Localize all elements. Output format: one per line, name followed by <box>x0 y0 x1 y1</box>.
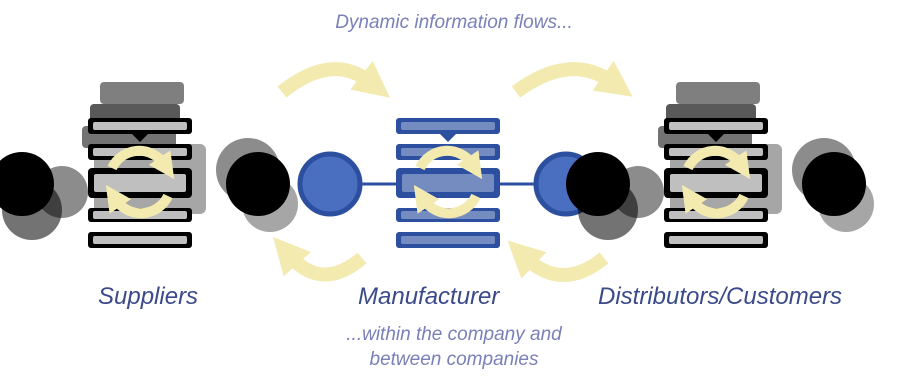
manufacturer-module: .m .ghost-c, .m .ghost-r { fill: #8fa4d4… <box>297 118 599 248</box>
distributors-module: .d .ghost-c, .d .ghost-r { fill: #f6b89a… <box>566 82 874 248</box>
flow-arrow-icon <box>507 240 609 282</box>
caption-bottom-line-2: between companies <box>369 349 539 370</box>
manufacturer-system-stack <box>297 118 599 248</box>
flow-arrow-icon <box>277 60 391 98</box>
caption-bottom-line-1: ...within the company and <box>346 324 562 345</box>
caption-bottom: ...within the company and between compan… <box>254 322 654 372</box>
label-suppliers: Suppliers <box>98 283 199 310</box>
flow-arrow-icon <box>511 60 633 98</box>
label-manufacturer: Manufacturer <box>358 283 500 310</box>
caption-top: Dynamic information flows... <box>335 12 573 33</box>
flow-arrow-icon <box>273 236 367 282</box>
distributors-system-stack <box>566 82 874 248</box>
suppliers-module: .s .ghost-c, .s .ghost-r { fill: #bccbe6… <box>0 82 298 248</box>
label-distributors-customers: Distributors/Customers <box>598 283 843 310</box>
suppliers-system-stack <box>0 82 298 248</box>
